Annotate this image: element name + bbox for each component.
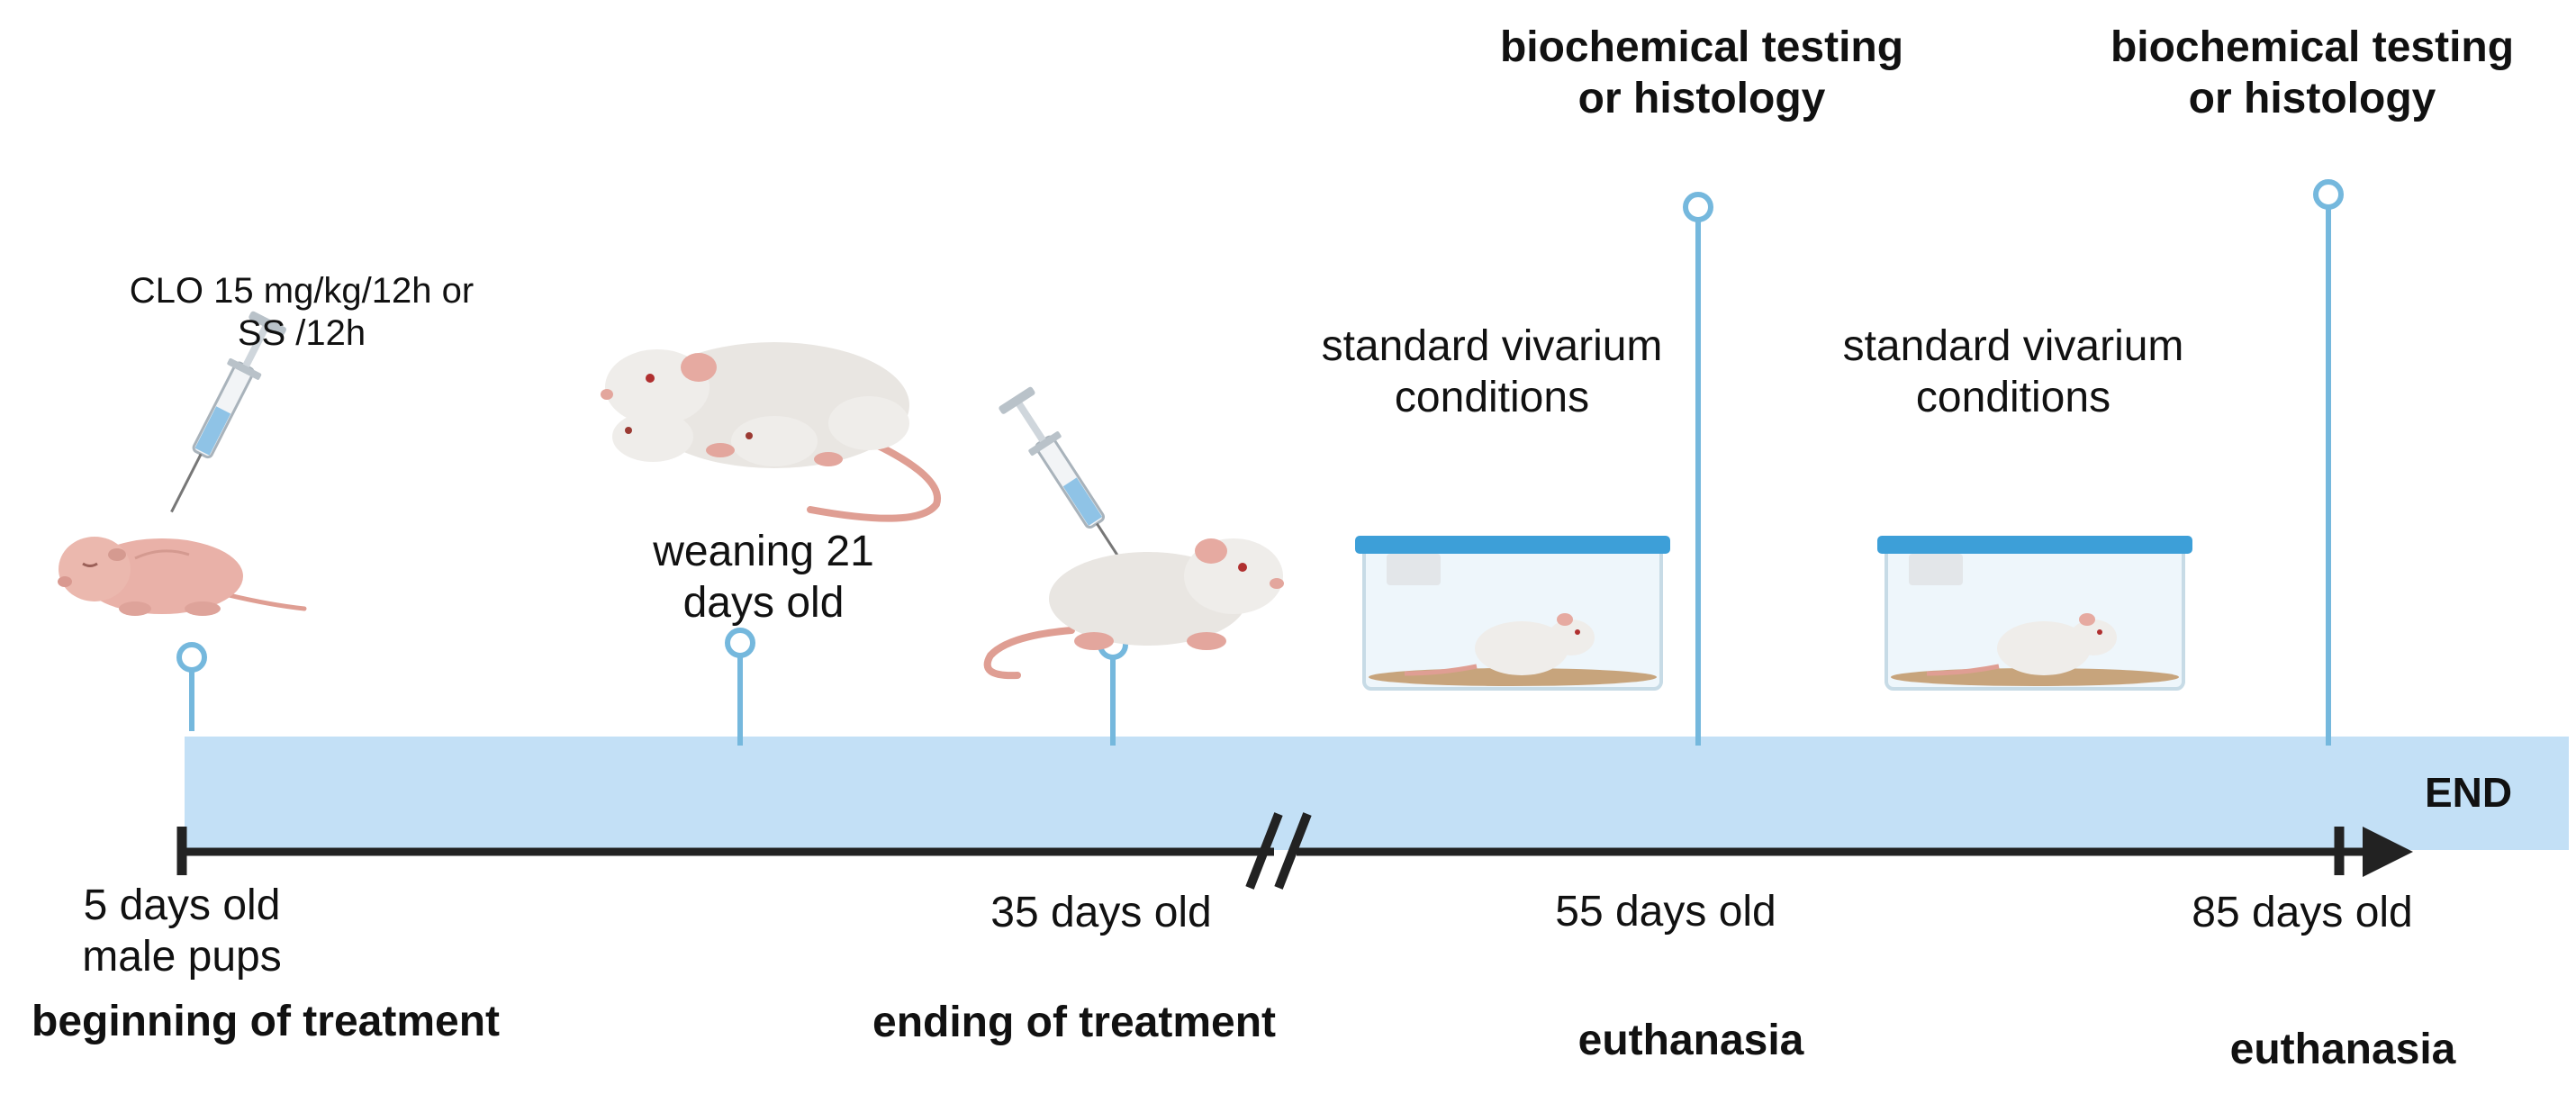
pin-weaning	[725, 628, 755, 746]
endpoint-label-2-line2: or histology	[2188, 74, 2436, 122]
endpoint-label-1-line1: biochemical testing	[1499, 23, 1904, 71]
pin-day5	[176, 642, 207, 731]
day85-event-label: euthanasia	[2229, 1026, 2456, 1073]
day5-label-line1: 5 days old	[83, 882, 281, 929]
axis-break-icon	[1245, 812, 1312, 890]
endpoint-label-2: biochemical testing or histology	[2111, 23, 2514, 124]
day35-event-label: ending of treatment	[872, 999, 1277, 1046]
endpoint-label-1: biochemical testing or histology	[1500, 23, 1903, 124]
pin-day85	[2313, 179, 2344, 746]
day5-event-label: beginning of treatment	[32, 998, 500, 1045]
rat-cage-icon	[1877, 536, 2192, 691]
vivarium-label-2-line1: standard vivarium	[1842, 322, 2184, 370]
timeline-band	[185, 737, 2569, 850]
day85-label: 85 days old	[2192, 889, 2413, 936]
newborn-pup-icon	[58, 537, 307, 616]
endpoint-label-1-line2: or histology	[1577, 74, 1826, 122]
end-label: END	[2425, 769, 2513, 816]
mother-rat-with-pups-icon	[601, 342, 942, 522]
rat-cage-icon	[1355, 536, 1670, 691]
syringe-icon	[999, 386, 1134, 579]
time-axis	[176, 812, 2413, 890]
injection-label: CLO 15 mg/kg/12h or SS /12h	[130, 270, 474, 355]
pin-day55	[1683, 192, 1713, 746]
vivarium-label-1-line1: standard vivarium	[1321, 322, 1663, 370]
day55-label: 55 days old	[1555, 888, 1776, 936]
weaning-label-line2: days old	[682, 578, 845, 627]
day55-event-label: euthanasia	[1577, 1017, 1804, 1064]
pin-day35	[1098, 629, 1128, 746]
day5-label-line2: male pups	[82, 932, 282, 981]
vivarium-label-1-line2: conditions	[1394, 373, 1590, 421]
vivarium-label-1: standard vivarium conditions	[1322, 321, 1663, 423]
vivarium-label-2: standard vivarium conditions	[1843, 321, 2184, 423]
syringe-icon	[170, 311, 286, 513]
axis-arrowhead	[2363, 827, 2413, 877]
vivarium-label-2-line2: conditions	[1915, 373, 2111, 421]
day5-label: 5 days old male pups	[82, 881, 281, 982]
injection-label-line1: CLO 15 mg/kg/12h or	[129, 271, 475, 311]
day35-label: 35 days old	[990, 889, 1212, 936]
weaning-label: weaning 21 days old	[653, 527, 874, 628]
juvenile-rat-icon	[983, 538, 1284, 680]
injection-label-line2: SS /12h	[237, 313, 366, 354]
endpoint-label-2-line1: biochemical testing	[2110, 23, 2515, 71]
weaning-label-line1: weaning 21	[653, 528, 874, 575]
